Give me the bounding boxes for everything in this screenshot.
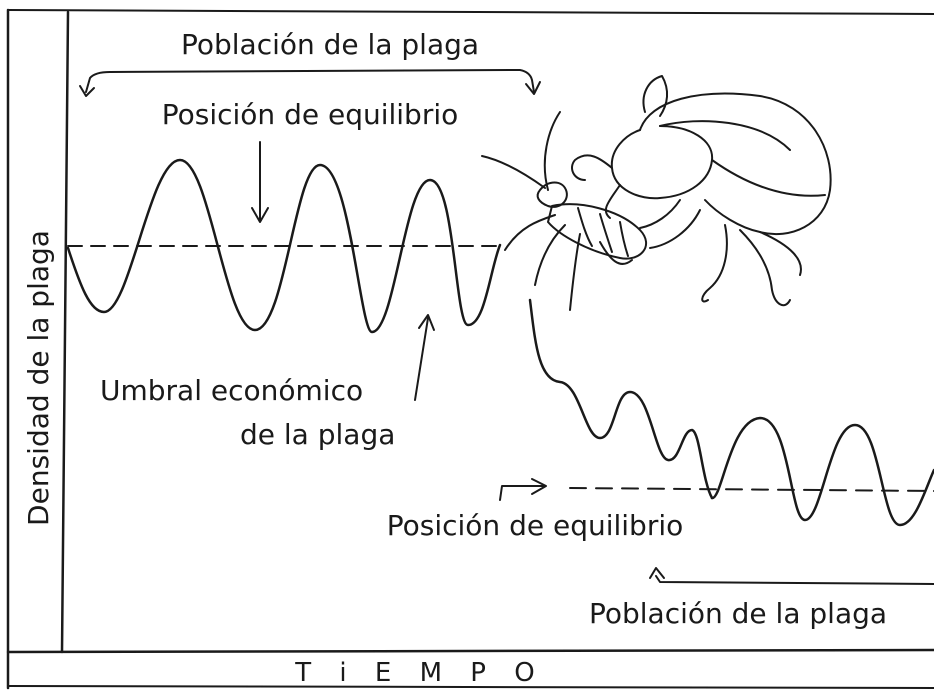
predator-beetle-icon: [571, 75, 832, 307]
bottom-equilibrium-arrow: [499, 478, 547, 501]
threshold-label-line2: de la plaga: [240, 418, 395, 451]
top-equilibrium-arrow: [251, 141, 269, 223]
pest-insect-icon: [481, 111, 647, 311]
bottom-equilibrium-line: [569, 487, 934, 492]
top-population-curve: [66, 158, 502, 334]
bottom-population-bracket: [649, 567, 934, 585]
x-axis-label: T i E M P O: [294, 658, 544, 688]
y-axis-line: [60, 10, 70, 654]
diagram-frame: [6, 8, 934, 690]
bottom-population-curve: [710, 416, 934, 527]
bottom-bracket-label: Población de la plaga: [589, 597, 887, 630]
x-axis-line: [6, 648, 934, 654]
y-axis-label: Densidad de la plaga: [22, 230, 55, 526]
predator-beetle-illustration: [481, 75, 832, 311]
top-population-bracket: [79, 69, 541, 97]
top-equilibrium-label: Posición de equilibrio: [162, 98, 459, 131]
threshold-label-line1: Umbral económico: [100, 374, 363, 407]
threshold-arrow: [414, 314, 435, 401]
bottom-equilibrium-label: Posición de equilibrio: [387, 509, 684, 542]
top-bracket-label: Población de la plaga: [181, 28, 479, 61]
declining-population-curve: [528, 298, 714, 500]
